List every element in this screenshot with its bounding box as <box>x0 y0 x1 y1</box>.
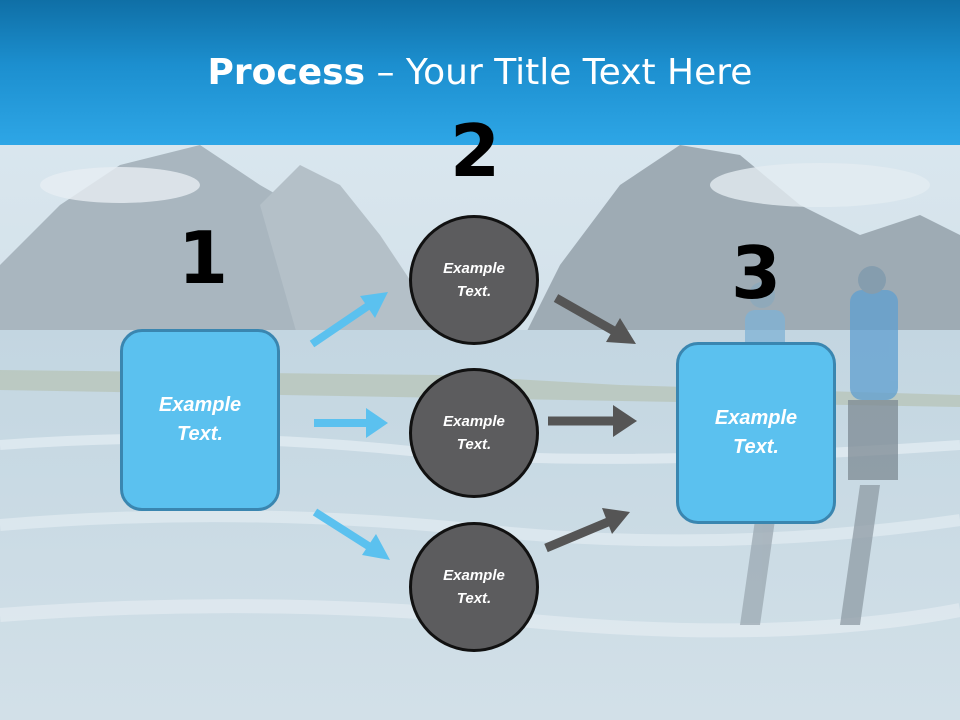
title-rest: – Your Title Text Here <box>365 52 753 93</box>
arrow-middle-to-3 <box>548 405 637 437</box>
circle-middle: Example Text. <box>409 368 539 498</box>
circle-bottom: Example Text. <box>409 522 539 652</box>
title-bold: Process <box>207 52 366 93</box>
circle-bottom-text: Example Text. <box>443 567 505 607</box>
title-bar: Process – Your Title Text Here <box>0 0 960 145</box>
arrow-bottom-to-3 <box>544 508 630 553</box>
right-process-box: Example Text. <box>676 342 836 524</box>
left-process-box: Example Text. <box>120 329 280 511</box>
arrow-1-to-top <box>309 292 388 348</box>
step-3-number: 3 <box>731 231 782 315</box>
left-box-text: Example Text. <box>158 394 242 445</box>
arrow-1-to-middle <box>314 408 388 438</box>
circle-top-text: Example Text. <box>443 260 505 300</box>
slide-title: Process – Your Title Text Here <box>0 52 960 93</box>
arrow-1-to-bottom <box>312 508 390 560</box>
circle-middle-text: Example Text. <box>443 413 505 453</box>
step-1-number: 1 <box>178 216 229 300</box>
circle-top: Example Text. <box>409 215 539 345</box>
right-box-text: Example Text. <box>714 407 798 458</box>
arrow-top-to-3 <box>553 294 636 344</box>
step-2-number: 2 <box>450 109 501 193</box>
